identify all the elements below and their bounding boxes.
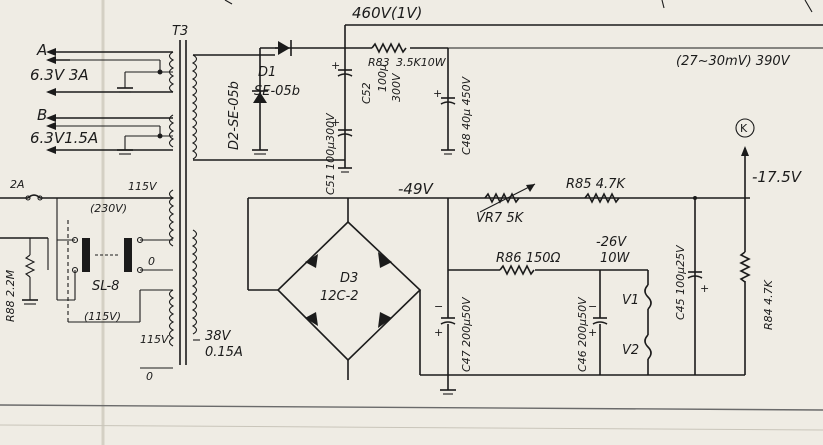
label-a-rating: 6.3V 3A xyxy=(30,66,89,84)
label-k: K xyxy=(740,122,748,135)
svg-text:+: + xyxy=(434,326,443,339)
label-r88: R88 2.2M xyxy=(4,269,17,322)
heater-b-output xyxy=(46,114,173,155)
label-d1: D1 xyxy=(258,65,276,80)
label-r84: R84 4.7K xyxy=(762,279,775,330)
label-r86: R86 150Ω xyxy=(496,251,561,266)
heater-a-output xyxy=(46,48,173,96)
label-v2: V2 xyxy=(622,343,639,358)
label-vr7: VR7 5K xyxy=(476,211,525,226)
label-v1: V1 xyxy=(622,293,639,308)
svg-text:+: + xyxy=(331,59,340,72)
label-vm26: -26V xyxy=(596,235,627,250)
label-d1-type: SE-05b xyxy=(254,84,300,99)
label-c46: C46 200μ50V xyxy=(576,296,589,372)
bridge-rectifier-d3 xyxy=(193,197,750,380)
label-c48: C48 40μ 450V xyxy=(460,75,473,155)
svg-text:+: + xyxy=(433,87,442,100)
label-sl8: SL-8 xyxy=(92,279,119,294)
svg-text:+: + xyxy=(331,116,340,129)
label-d3: D3 xyxy=(340,271,358,286)
label-v390: (27~30mV) 390V xyxy=(676,54,791,69)
label-t3: T3 xyxy=(172,24,188,39)
label-v17-5: -17.5V xyxy=(752,168,803,186)
label-d3-type: 12C-2 xyxy=(320,289,359,304)
svg-text:−: − xyxy=(434,300,443,313)
label-38v: 38V xyxy=(205,329,232,344)
hv-rectifier-section: + + + xyxy=(193,24,823,173)
label-a: A xyxy=(36,41,47,59)
svg-text:+: + xyxy=(700,282,709,295)
label-fuse: 2A xyxy=(10,178,25,191)
label-r85: R85 4.7K xyxy=(566,177,626,192)
label-b-rating: 6.3V1.5A xyxy=(30,129,98,147)
label-c52-volt: 300V xyxy=(390,72,403,102)
label-r83-value: 3.5K10W xyxy=(396,56,447,69)
transformer-t3 xyxy=(168,40,198,365)
node-k-marker xyxy=(735,118,755,198)
label-230v: (230V) xyxy=(90,202,127,215)
label-115v-paren: (115V) xyxy=(84,310,121,323)
svg-text:+: + xyxy=(588,326,597,339)
label-zero-b: 0 xyxy=(146,370,153,383)
label-115v-bottom: 115V xyxy=(140,333,170,346)
mains-input-section xyxy=(0,194,173,369)
label-c47: C47 200μ50V xyxy=(460,296,473,372)
svg-text:−: − xyxy=(588,300,597,313)
label-vm49: -49V xyxy=(398,180,434,198)
label-c52: C52 xyxy=(360,82,373,104)
label-115v-top: 115V xyxy=(128,180,158,193)
label-v460: 460V(1V) xyxy=(352,4,422,22)
label-b: B xyxy=(37,106,47,124)
label-10w: 10W xyxy=(600,251,631,266)
label-c52-cap: 100μ xyxy=(376,64,389,92)
label-c45: C45 100μ25V xyxy=(674,244,687,320)
label-015a: 0.15A xyxy=(205,345,243,360)
label-c51: C51 100μ300V xyxy=(324,112,337,195)
lv-filter-section: − + − + + xyxy=(434,183,751,395)
label-zero-a: 0 xyxy=(148,255,155,268)
label-r83: R83 xyxy=(368,56,390,69)
label-d2: D2-SE-05b xyxy=(227,81,242,150)
